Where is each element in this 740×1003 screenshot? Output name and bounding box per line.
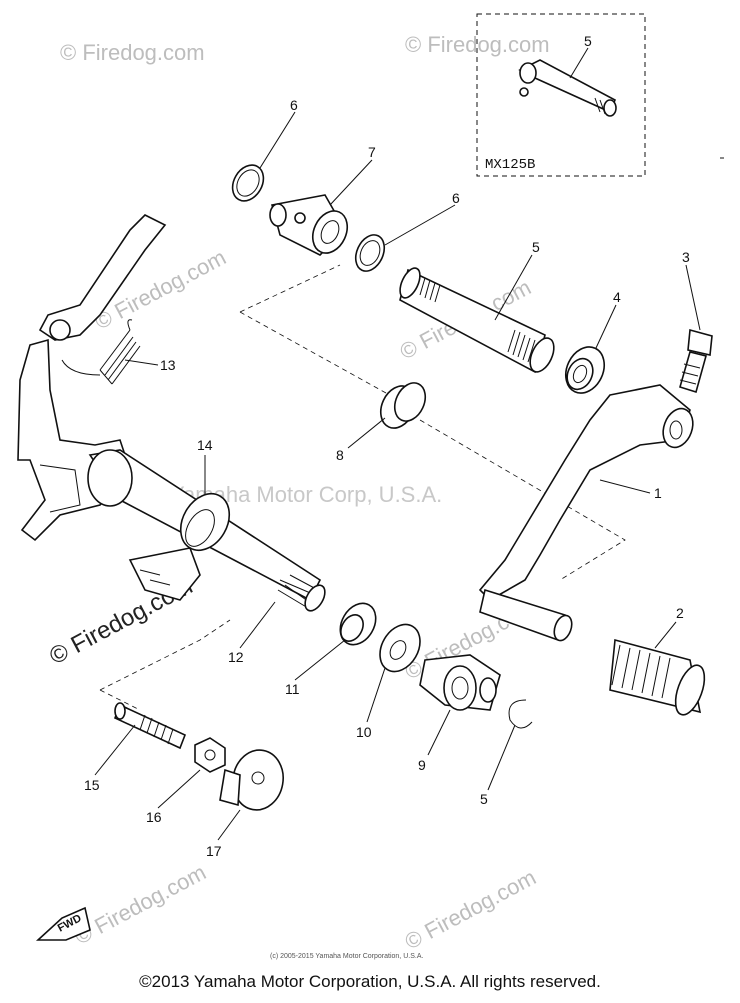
callout-17: 16 <box>146 809 162 825</box>
callout-labels: 6 7 6 5 4 3 8 1 2 13 14 12 11 10 9 5 15 … <box>84 97 690 859</box>
callout-6-middle: 6 <box>452 190 460 206</box>
inset-callout: 5 <box>584 33 592 49</box>
watermark-bottom-left: © Firedog.com <box>71 859 210 949</box>
part-8-bushing <box>379 382 427 429</box>
part-9-collar <box>419 654 501 711</box>
callout-3: 3 <box>682 249 690 265</box>
callout-9: 9 <box>418 757 426 773</box>
part-17-nut <box>194 737 226 773</box>
part-2-pedal-rubber <box>609 638 706 716</box>
callout-2: 2 <box>676 605 684 621</box>
part-6-middle-washer <box>354 234 386 272</box>
inset-shaft <box>518 59 617 117</box>
part-10-circlip <box>508 699 533 729</box>
callout-16: 15 <box>84 777 100 793</box>
callout-11: 10 <box>356 724 372 740</box>
watermark-top-right: © Firedog.com <box>405 32 550 57</box>
part-12-seal <box>339 602 377 646</box>
inset-model-label: MX125B <box>485 157 535 173</box>
callout-13: 12 <box>228 649 244 665</box>
watermark-top-left: © Firedog.com <box>60 40 205 65</box>
callout-12: 11 <box>285 681 300 697</box>
small-copyright: (c) 2005-2015 Yamaha Motor Corporation, … <box>270 953 423 960</box>
callout-7: 7 <box>368 144 376 160</box>
callout-10: 5 <box>480 791 488 807</box>
callout-5: 5 <box>532 239 540 255</box>
part-14-spring <box>61 319 141 385</box>
fwd-arrow: FWD <box>35 906 91 941</box>
copyright-footer: ©2013 Yamaha Motor Corporation, U.S.A. A… <box>139 972 601 991</box>
part-4-oil-seal <box>564 346 606 394</box>
part-3-bolt <box>679 328 713 394</box>
inset-mx125b: 5 MX125B <box>476 13 724 177</box>
callout-14: 13 <box>160 357 176 373</box>
part-11-washer <box>379 623 421 673</box>
part-18-lock-washer <box>219 749 284 811</box>
inset-frame <box>476 13 646 177</box>
guide-lines <box>99 264 626 711</box>
part-15-shift-shaft <box>17 214 326 612</box>
part-5-shaft <box>399 267 555 374</box>
callout-8: 8 <box>336 447 344 463</box>
leader-lines <box>94 111 701 841</box>
part-16-stud <box>113 702 187 750</box>
callout-6-upper: 6 <box>290 97 298 113</box>
watermark-bottom-right: © Firedog.com <box>401 864 540 954</box>
callout-4: 4 <box>613 289 621 305</box>
callout-1: 1 <box>654 485 662 501</box>
part-7-collar <box>269 194 349 256</box>
part-1-shift-pedal <box>478 384 694 642</box>
callout-18: 17 <box>206 843 222 859</box>
part-6-upper-washer <box>231 164 265 202</box>
fwd-arrow-icon <box>35 906 91 941</box>
callout-15: 14 <box>197 437 213 453</box>
